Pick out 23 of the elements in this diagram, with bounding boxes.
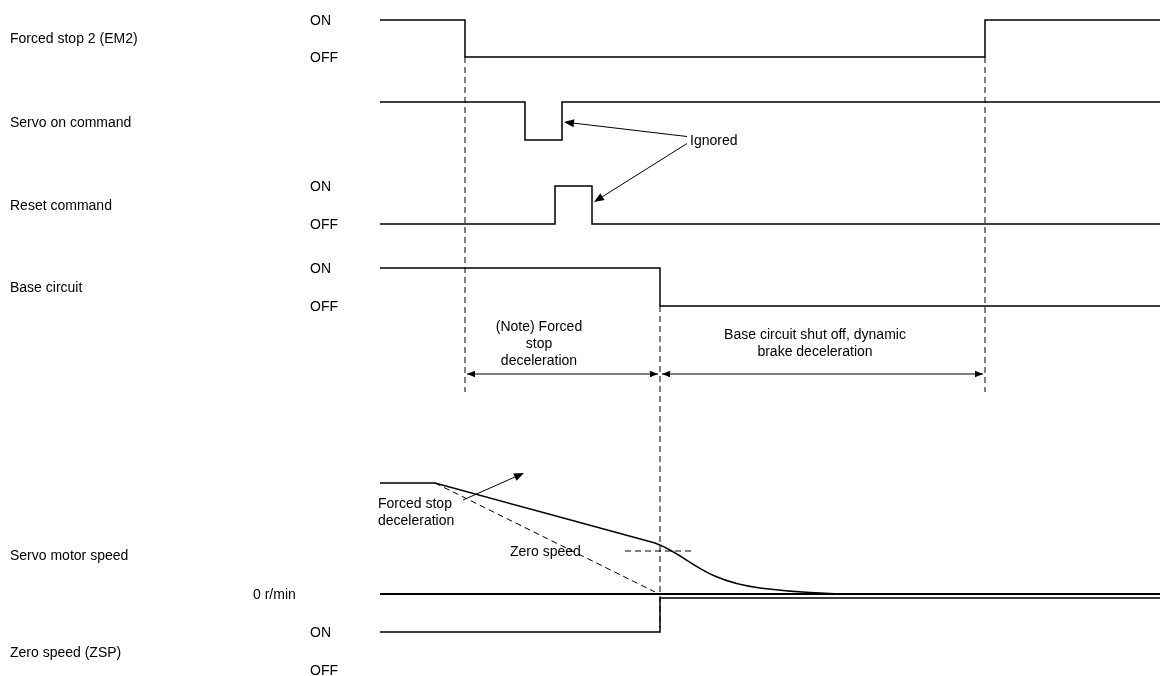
state-label: OFF — [310, 661, 338, 676]
axis-value: 0 r/min — [253, 585, 296, 603]
signal-name: Base circuit — [10, 278, 83, 296]
annotation-text: Zero speed — [510, 542, 581, 560]
signal-name: Zero speed (ZSP) — [10, 643, 122, 661]
state-label: ON — [310, 11, 331, 29]
state-label: OFF — [310, 297, 338, 315]
state-label: ON — [310, 259, 331, 277]
state-label: OFF — [310, 48, 338, 66]
signal-name: Servo motor speed — [10, 546, 129, 564]
state-label: ON — [310, 623, 331, 641]
signal-name: Reset command — [10, 196, 112, 214]
signal-name: Forced stop 2 (EM2) — [10, 29, 138, 47]
signal-name: Servo on command — [10, 113, 132, 131]
leader-line — [564, 119, 688, 137]
leader-line — [594, 143, 688, 202]
state-label: OFF — [310, 215, 338, 233]
leader-line — [462, 473, 524, 501]
callout-text: Ignored — [690, 131, 738, 149]
note-text: (Note) Forced stop deceleration — [494, 317, 584, 369]
callout-text: Forced stop deceleration — [378, 495, 460, 529]
state-label: ON — [310, 177, 331, 195]
note-text: Base circuit shut off, dynamic brake deceleration — [723, 326, 907, 360]
